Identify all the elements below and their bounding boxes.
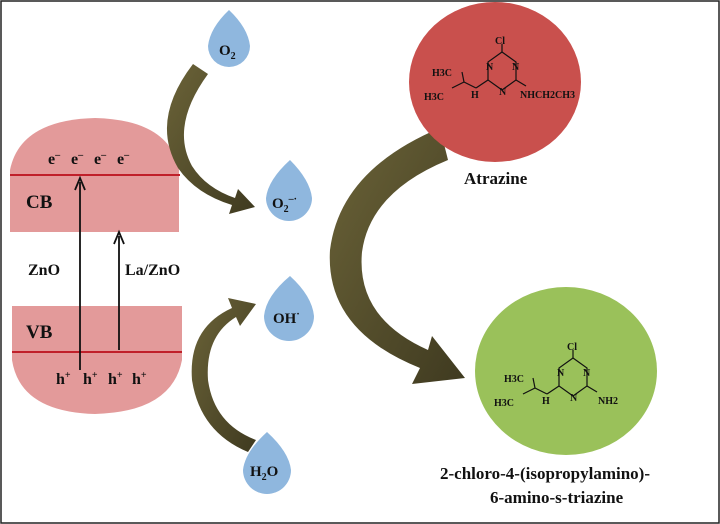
electron-1: e– (48, 150, 61, 168)
water-label: H2O (250, 464, 278, 483)
cb-label: CB (26, 192, 53, 213)
product-n1: N (557, 368, 565, 379)
atrazine-n3: N (499, 87, 507, 98)
atrazine-h3c-2: H3C (424, 92, 444, 103)
reduction-arrow (166, 64, 255, 214)
oxidation-arrow (191, 298, 256, 452)
product-h3c-2: H3C (494, 398, 514, 409)
degradation-arrow (329, 128, 465, 384)
valence-band (12, 306, 182, 414)
hole-3: h+ (108, 370, 123, 388)
product-n3: N (570, 393, 578, 404)
atrazine-node: Cl N N N H3C H3C H NHCH2CH3 (409, 2, 581, 162)
atrazine-caption: Atrazine (464, 169, 528, 188)
product-circle (475, 287, 657, 455)
electron-2: e– (71, 150, 84, 168)
superoxide-label: O2–· (272, 194, 297, 215)
atrazine-structure (451, 44, 527, 91)
atrazine-h3c-1: H3C (432, 68, 452, 79)
atrazine-cl: Cl (495, 36, 505, 47)
atrazine-nh: H (471, 90, 479, 101)
product-structure (522, 350, 598, 397)
hydroxyl-drop: OH· (264, 276, 314, 341)
hydroxyl-label: OH· (273, 309, 300, 327)
electron-4: e– (117, 150, 130, 168)
water-drop: H2O (243, 432, 291, 494)
product-nh2: NH2 (598, 396, 618, 407)
hole-1: h+ (56, 370, 71, 388)
product-node: Cl N N N H3C H3C H NH2 (475, 287, 657, 455)
product-nh: H (542, 396, 550, 407)
o2-label: O2 (219, 43, 236, 62)
o2-drop: O2 (208, 10, 250, 67)
hole-4: h+ (132, 370, 147, 388)
product-h3c-1: H3C (504, 374, 524, 385)
la-zno-excitation-arrow (113, 229, 125, 350)
vb-label: VB (26, 322, 53, 343)
hole-row: h+ h+ h+ h+ (56, 370, 147, 388)
electron-row: e– e– e– e– (48, 150, 130, 168)
atrazine-circle (409, 2, 581, 162)
product-n2: N (583, 368, 591, 379)
superoxide-drop: O2–· (266, 160, 312, 221)
hole-2: h+ (83, 370, 98, 388)
zno-excitation-arrow (74, 175, 86, 370)
electron-3: e– (94, 150, 107, 168)
la-zno-label: La/ZnO (125, 262, 180, 279)
atrazine-nhch2ch3: NHCH2CH3 (520, 90, 575, 101)
product-caption-line2: 6-amino-s-triazine (490, 488, 624, 507)
zno-label: ZnO (28, 262, 60, 279)
product-caption-line1: 2-chloro-4-(isopropylamino)- (440, 464, 650, 483)
atrazine-n2: N (512, 62, 520, 73)
product-cl: Cl (567, 342, 577, 353)
atrazine-n1: N (486, 62, 494, 73)
